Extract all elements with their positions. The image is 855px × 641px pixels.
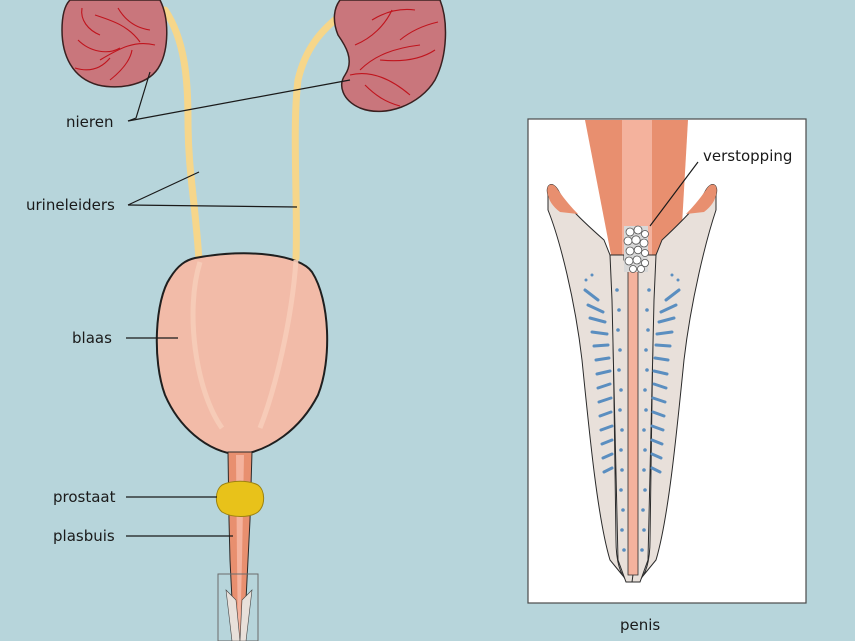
leader-lines xyxy=(126,71,351,537)
blue-tissue-dots xyxy=(584,273,680,552)
right-kidney xyxy=(333,0,447,113)
inset-panel xyxy=(527,118,807,604)
penis-thumbnail-frame xyxy=(217,573,259,641)
left-kidney xyxy=(61,0,168,88)
label-prostaat: prostaat xyxy=(53,488,116,506)
label-urineleiders: urineleiders xyxy=(26,196,115,214)
label-penis: penis xyxy=(620,616,661,634)
label-verstopping: verstopping xyxy=(703,147,793,165)
prostate xyxy=(215,480,265,517)
label-nieren: nieren xyxy=(66,113,114,131)
label-blaas: blaas xyxy=(72,329,112,347)
bladder xyxy=(155,252,329,457)
ureters xyxy=(161,6,349,264)
blue-tissue-dashes xyxy=(583,288,681,474)
label-plasbuis: plasbuis xyxy=(53,527,115,545)
urethral-stones xyxy=(623,225,650,273)
